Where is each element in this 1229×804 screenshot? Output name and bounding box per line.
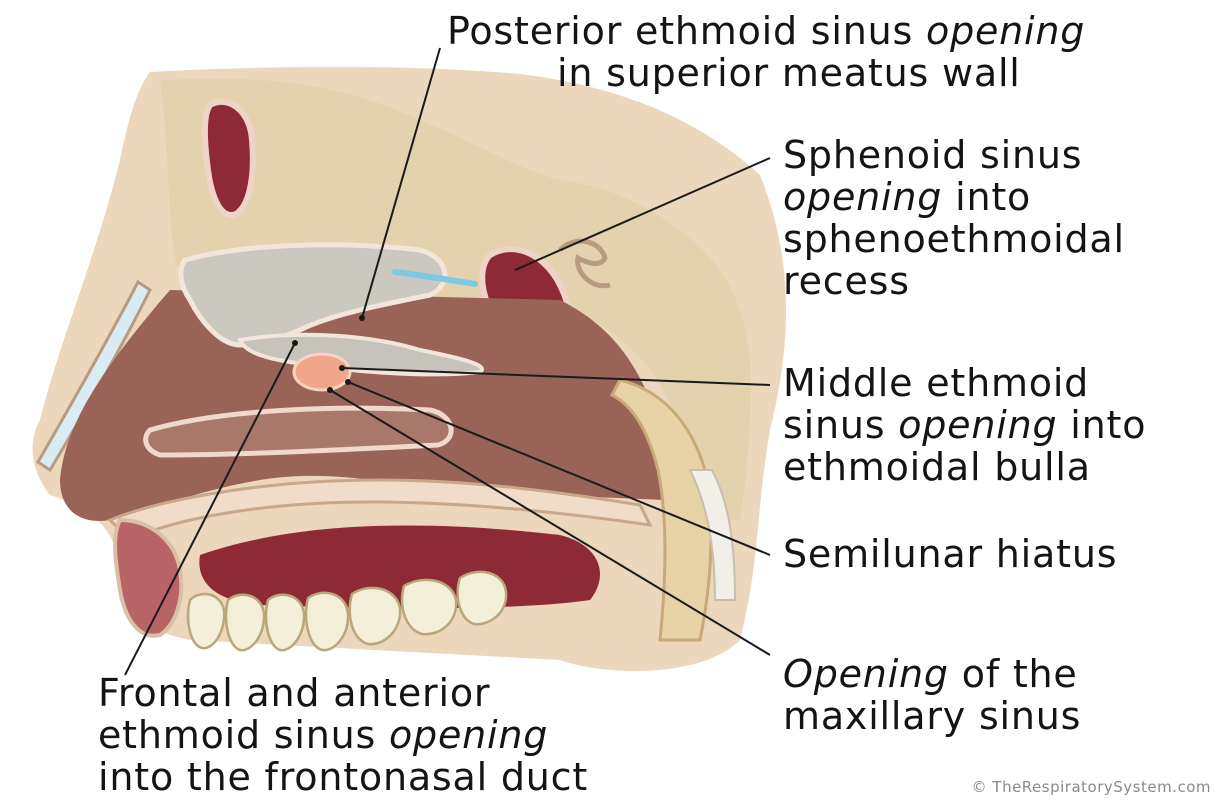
copyright-credit: © TheRespiratorySystem.com bbox=[972, 778, 1211, 796]
label-sphenoid-line2: opening into bbox=[783, 176, 1125, 218]
frontal-sinus bbox=[205, 102, 253, 215]
leader-dot bbox=[339, 365, 345, 371]
label-frontal-line1: Frontal and anterior bbox=[98, 672, 588, 714]
label-sphenoid-line1: Sphenoid sinus bbox=[783, 134, 1125, 176]
label-sphenoid-line3: sphenoethmoidal bbox=[783, 218, 1125, 260]
label-middle-line1: Middle ethmoid bbox=[783, 362, 1146, 404]
label-frontal-line2: ethmoid sinus opening bbox=[98, 714, 588, 756]
label-maxillary-line2: maxillary sinus bbox=[783, 695, 1081, 737]
label-posterior-line2: in superior meatus wall bbox=[447, 52, 1085, 94]
ethmoidal-bulla bbox=[294, 354, 350, 390]
label-semilunar-line1: Semilunar hiatus bbox=[783, 533, 1117, 575]
label-middle-line3: ethmoidal bulla bbox=[783, 446, 1146, 488]
label-semilunar-hiatus: Semilunar hiatus bbox=[783, 533, 1117, 575]
leader-dot bbox=[359, 315, 365, 321]
label-frontal-anterior: Frontal and anterior ethmoid sinus openi… bbox=[98, 672, 588, 798]
label-sphenoid-line4: recess bbox=[783, 260, 1125, 302]
label-sphenoid: Sphenoid sinus opening into sphenoethmoi… bbox=[783, 134, 1125, 302]
label-middle-ethmoid: Middle ethmoid sinus opening into ethmoi… bbox=[783, 362, 1146, 488]
label-frontal-line3: into the frontonasal duct bbox=[98, 756, 588, 798]
label-maxillary-opening: Opening of the maxillary sinus bbox=[783, 653, 1081, 737]
label-maxillary-line1: Opening of the bbox=[783, 653, 1081, 695]
leader-dot bbox=[327, 387, 333, 393]
leader-dot bbox=[345, 379, 351, 385]
leader-dot bbox=[292, 340, 298, 346]
tooth bbox=[402, 580, 456, 634]
label-posterior-line1: Posterior ethmoid sinus opening bbox=[447, 10, 1085, 52]
label-middle-line2: sinus opening into bbox=[783, 404, 1146, 446]
label-posterior-ethmoid: Posterior ethmoid sinus opening in super… bbox=[447, 10, 1085, 94]
